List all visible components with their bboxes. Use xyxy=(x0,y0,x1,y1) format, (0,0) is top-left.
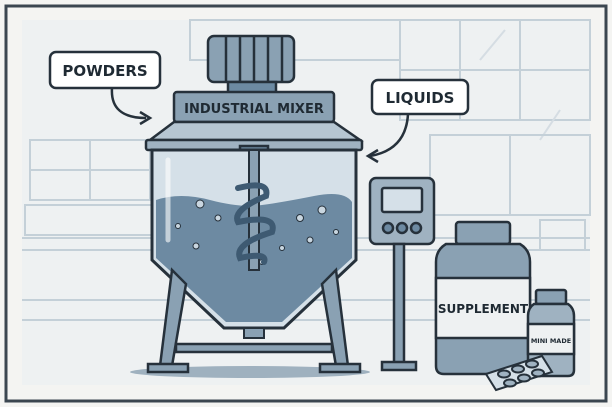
mixer-label: INDUSTRIAL MIXER xyxy=(184,102,324,117)
blister-pack xyxy=(484,354,554,392)
supplement-label: SUPPLEMENT xyxy=(438,302,529,316)
liquids-arrow xyxy=(369,113,410,158)
small-bottle-label: MINI MADE xyxy=(531,337,571,345)
small-bottle: MINI MADE xyxy=(526,288,576,378)
tank xyxy=(150,148,358,339)
motor xyxy=(206,34,296,96)
mixer-label-plate: INDUSTRIAL MIXER xyxy=(172,90,336,124)
powders-label: POWDERS xyxy=(62,62,147,80)
floor-shadow xyxy=(130,366,370,378)
auger-blade xyxy=(234,182,276,265)
tank-legs xyxy=(146,267,362,374)
liquids-callout: LIQUIDS xyxy=(365,78,470,164)
powders-arrow xyxy=(110,87,147,120)
powders-callout: POWDERS xyxy=(48,50,162,126)
supplement-bottle: SUPPLEMENT xyxy=(434,220,532,376)
mixer-shaft xyxy=(248,149,260,271)
control-panel xyxy=(368,176,436,372)
liquids-label: LIQUIDS xyxy=(386,89,455,107)
